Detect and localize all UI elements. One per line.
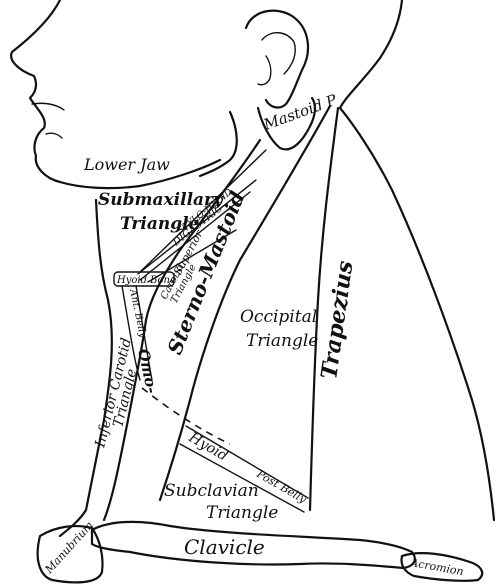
ear-inner-fold <box>258 33 295 85</box>
post-belly-label: Post Belly <box>254 467 310 507</box>
acromion-label: Acromion <box>408 556 464 578</box>
back-of-neck-outline <box>340 0 494 520</box>
clavicle-label: Clavicle <box>184 535 265 559</box>
occipital-label: Occipital <box>240 307 317 327</box>
front-neck-outline <box>60 200 112 536</box>
ear-outline <box>246 11 308 108</box>
subclavian-label: Subclavian <box>164 481 259 501</box>
hyoid-bone-label: Hyoid Bone <box>116 275 176 286</box>
subclavian-triangle-label: Triangle <box>206 503 278 523</box>
mastoid-label: Mastoid P <box>260 90 340 134</box>
chin-crease <box>46 133 62 138</box>
occipital-triangle-label: Triangle <box>246 331 318 351</box>
lower-jaw-label: Lower Jaw <box>83 155 170 174</box>
omohyoid-posterior-belly-lower <box>180 444 304 512</box>
trapezius-label: Trapezius <box>316 259 358 381</box>
